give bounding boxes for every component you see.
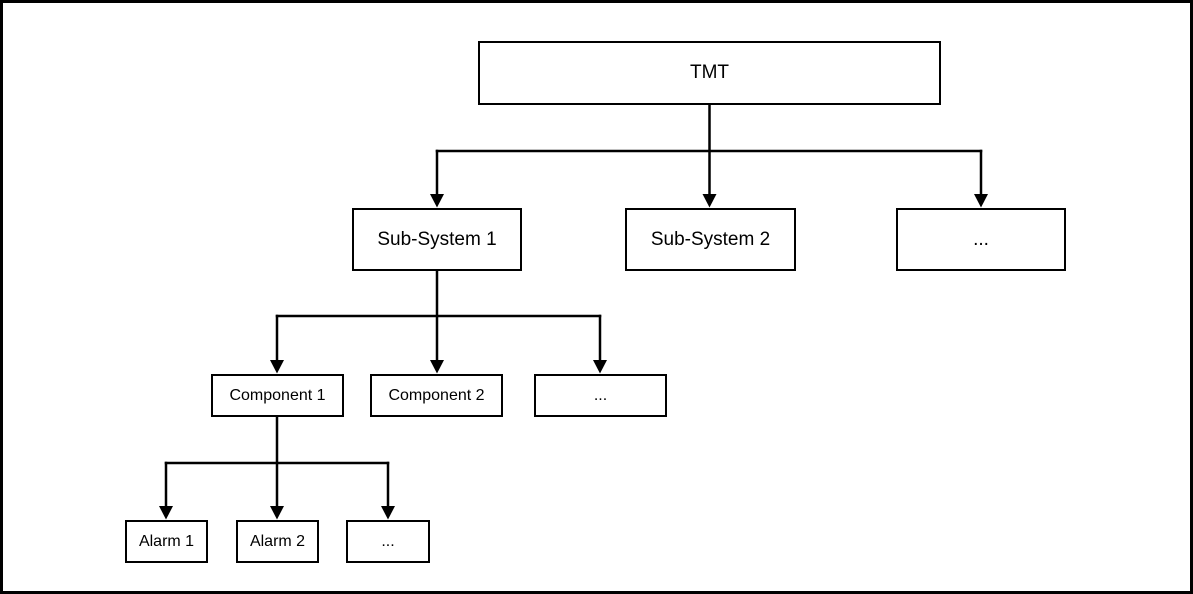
tier2-connector-lines xyxy=(435,104,983,196)
tier3-connector-lines xyxy=(275,270,602,362)
node-alarm-ellipsis-label: ... xyxy=(381,532,395,550)
node-component-1: Component 1 xyxy=(211,374,344,417)
node-component-ellipsis-label: ... xyxy=(593,386,608,404)
node-component-2-label: Component 2 xyxy=(388,386,485,404)
node-component-2: Component 2 xyxy=(370,374,503,417)
node-subsystem-ellipsis: ... xyxy=(896,208,1066,271)
connector-arrows xyxy=(159,104,988,520)
node-alarm-2: Alarm 2 xyxy=(236,520,319,563)
node-component-1-label: Component 1 xyxy=(229,386,326,404)
node-subsystem-2-label: Sub-System 2 xyxy=(650,228,771,250)
tier4-connector-lines xyxy=(164,417,390,508)
node-component-ellipsis: ... xyxy=(534,374,667,417)
tier4-arrowheads xyxy=(159,506,395,520)
node-alarm-1-label: Alarm 1 xyxy=(138,532,195,550)
node-alarm-2-label: Alarm 2 xyxy=(249,532,306,550)
tier3-arrowheads xyxy=(270,360,607,374)
node-subsystem-2: Sub-System 2 xyxy=(625,208,796,271)
tier2-arrowheads xyxy=(430,194,988,208)
node-tmt-label: TMT xyxy=(689,62,730,83)
node-subsystem-1: Sub-System 1 xyxy=(352,208,522,271)
node-subsystem-ellipsis-label: ... xyxy=(973,228,989,250)
node-alarm-1: Alarm 1 xyxy=(125,520,208,563)
node-alarm-ellipsis: ... xyxy=(346,520,430,563)
node-subsystem-1-label: Sub-System 1 xyxy=(377,228,497,250)
node-tmt: TMT xyxy=(478,41,941,105)
